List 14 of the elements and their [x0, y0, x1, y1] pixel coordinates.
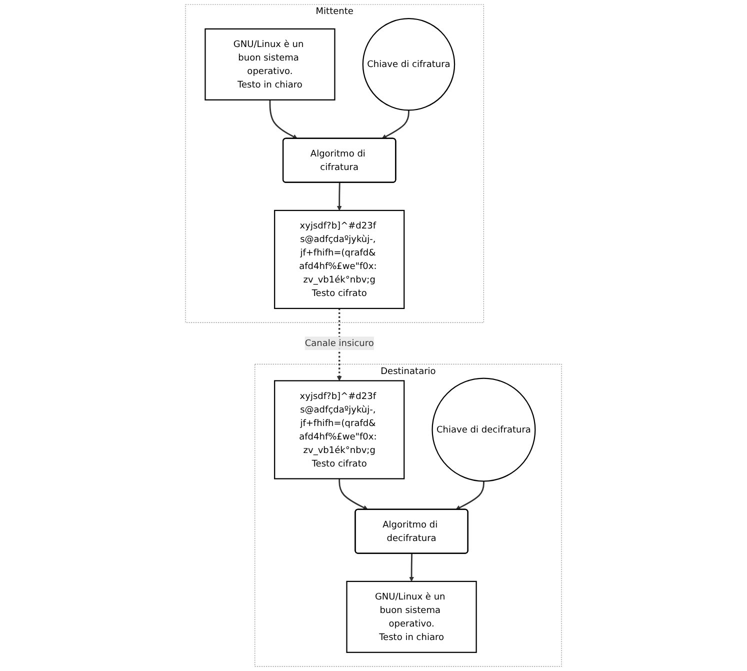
arrow [456, 481, 484, 510]
arrow [336, 308, 342, 381]
arrow [382, 110, 410, 139]
node-circle: Chiave di decifratura [432, 378, 536, 482]
node-box: xyjsdf?b]^#d23f s@adfçdaºjykùj-, jf+fhifh=(qrafd& afd4hf%£we"f0x: zv_vb1ék°nbv;g Testo cifrato [274, 210, 405, 310]
arrow [338, 478, 368, 510]
edge-label: Canale insicuro [304, 338, 374, 348]
node-box: GNU/Linux è un buon sistema operativo. Testo in chiaro [346, 580, 477, 653]
node-box: xyjsdf?b]^#d23f s@adfçdaºjykùj-, jf+fhifh=(qrafd& afd4hf%£we"f0x: zv_vb1ék°nbv;g Testo cifrato [274, 380, 405, 480]
arrow [336, 182, 342, 211]
arrow [269, 100, 298, 139]
node-box: GNU/Linux è un buon sistema operativo. Testo in chiaro [204, 28, 336, 100]
node-circle: Chiave di cifratura [362, 18, 456, 111]
arrow [409, 554, 414, 582]
